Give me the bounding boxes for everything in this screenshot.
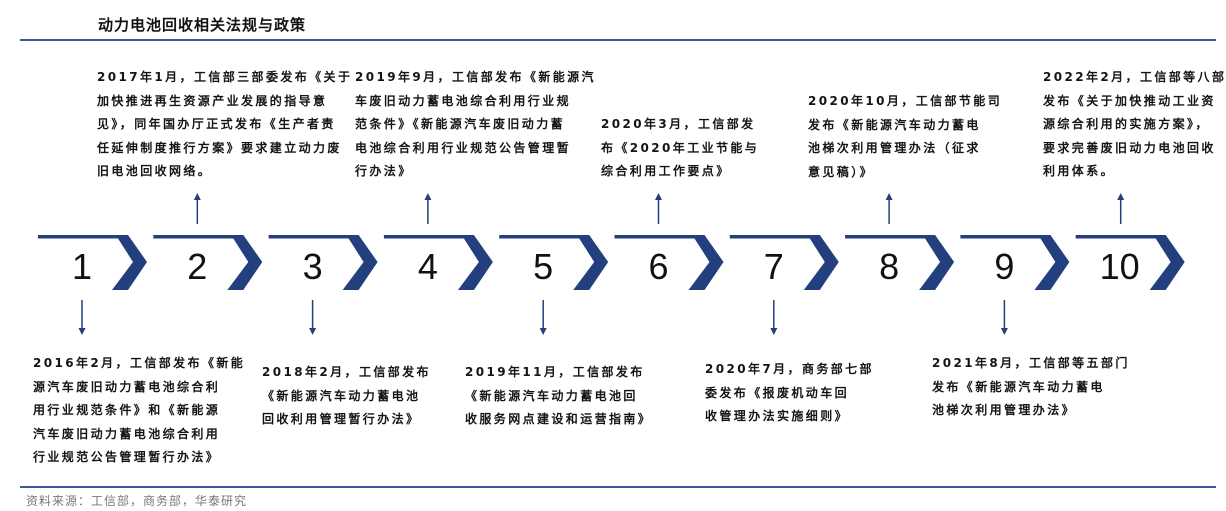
policy-text-line: 《新能源汽车动力蓄电池 bbox=[262, 388, 421, 403]
timeline-bar bbox=[38, 235, 120, 239]
arrow-up-icon bbox=[424, 193, 432, 200]
step-number: 6 bbox=[648, 246, 669, 287]
step-number: 3 bbox=[302, 246, 323, 287]
header-rule bbox=[20, 39, 1216, 41]
step-number: 9 bbox=[994, 246, 1015, 287]
chevron-icon bbox=[342, 235, 378, 290]
arrow-up-icon bbox=[885, 193, 893, 200]
chevron-icon bbox=[919, 235, 955, 290]
policy-text-line: 见》，同年国办厅正式发布《生产者责 bbox=[97, 117, 336, 131]
policy-text-line: 委发布《报废机动车回 bbox=[705, 385, 850, 400]
chevron-icon bbox=[573, 235, 609, 290]
arrow-up-icon bbox=[193, 193, 201, 200]
policy-description: 2020年7月，商务部七部委发布《报废机动车回收管理办法实施细则》 bbox=[705, 358, 874, 429]
policy-text-line: 意见稿）》 bbox=[808, 164, 875, 179]
chevron-icon bbox=[803, 235, 839, 290]
policy-text-line: 收管理办法实施细则》 bbox=[705, 409, 850, 423]
policy-description: 2016年2月，工信部发布《新能源汽车废旧动力蓄电池综合利用行业规范条件》和《新… bbox=[33, 352, 245, 470]
policy-text-line: 源汽车废旧动力蓄电池综合利 bbox=[33, 379, 221, 394]
policy-text-line: 2020年3月，工信部发 bbox=[601, 117, 756, 131]
policy-text-line: 行办法》 bbox=[355, 164, 413, 178]
timeline-bar bbox=[960, 235, 1043, 239]
chevron-icon bbox=[457, 235, 493, 290]
policy-text-line: 2019年11月，工信部发布 bbox=[465, 365, 645, 379]
policy-text-line: 汽车废旧动力蓄电池综合利用 bbox=[33, 426, 221, 441]
timeline-bar bbox=[153, 235, 236, 239]
chevron-icon bbox=[1034, 235, 1070, 290]
timeline-bar bbox=[383, 235, 466, 239]
policy-text-line: 2020年7月，商务部七部 bbox=[705, 362, 874, 376]
arrow-down-icon bbox=[770, 328, 778, 335]
policy-text-line: 综合利用工作要点》 bbox=[601, 164, 731, 178]
policy-text-line: 任延伸制度推行方案》要求建立动力废 bbox=[97, 140, 342, 155]
arrow-down-icon bbox=[1000, 328, 1008, 335]
arrow-down-icon bbox=[539, 328, 547, 335]
policy-text-line: 2021年8月，工信部等五部门 bbox=[932, 356, 1130, 370]
policy-description: 2021年8月，工信部等五部门发布《新能源汽车动力蓄电池梯次利用管理办法》 bbox=[932, 352, 1130, 423]
policy-text-line: 2020年10月，工信部节能司 bbox=[808, 94, 1003, 108]
step-number: 10 bbox=[1099, 246, 1140, 287]
chevron-icon bbox=[688, 235, 724, 290]
policy-text-line: 加快推进再生资源产业发展的指导意 bbox=[97, 93, 328, 108]
policy-description: 2019年11月，工信部发布《新能源汽车动力蓄电池回收服务网点建设和运营指南》 bbox=[465, 361, 652, 432]
policy-text-line: 范条件》《新能源汽车废旧动力蓄 bbox=[355, 117, 566, 131]
step-number: 1 bbox=[71, 246, 93, 287]
arrow-down-icon bbox=[78, 328, 86, 335]
timeline-bar bbox=[499, 235, 582, 239]
policy-text-line: 回收利用管理暂行办法》 bbox=[262, 412, 421, 426]
footer-rule bbox=[20, 486, 1216, 488]
policy-text-line: 2022年2月，工信部等八部门 bbox=[1043, 70, 1226, 84]
policy-text-line: 2016年2月，工信部发布《新能 bbox=[33, 356, 246, 370]
chevron-icon bbox=[1149, 235, 1185, 290]
policy-text-line: 池梯次利用管理办法》 bbox=[932, 403, 1077, 417]
policy-text-line: 2018年2月，工信部发布 bbox=[262, 365, 431, 379]
policy-description: 2017年1月，工信部三部委发布《关于加快推进再生资源产业发展的指导意见》，同年… bbox=[97, 66, 352, 184]
chevron-icon bbox=[112, 235, 147, 290]
policy-description: 2020年10月，工信部节能司发布《新能源汽车动力蓄电池梯次利用管理办法（征求意… bbox=[808, 90, 1002, 184]
policy-text-line: 发布《关于加快推动工业资 bbox=[1043, 93, 1216, 108]
timeline-bar bbox=[1075, 235, 1158, 239]
policy-text-line: 发布《新能源汽车动力蓄电 bbox=[932, 379, 1105, 394]
chevron-icon bbox=[227, 235, 263, 290]
timeline-bar bbox=[268, 235, 351, 239]
timeline-bar bbox=[845, 235, 928, 239]
policy-text-line: 车废旧动力蓄电池综合利用行业规 bbox=[355, 93, 572, 108]
policy-text-line: 收服务网点建设和运营指南》 bbox=[465, 412, 653, 426]
arrow-down-icon bbox=[309, 328, 317, 335]
timeline-bar bbox=[729, 235, 812, 239]
policy-text-line: 发布《新能源汽车动力蓄电 bbox=[808, 117, 981, 132]
policy-text-line: 池梯次利用管理办法（征求 bbox=[808, 141, 981, 155]
policy-text-line: 利用体系。 bbox=[1043, 164, 1116, 178]
step-number: 2 bbox=[187, 246, 208, 287]
policy-description: 2019年9月，工信部发布《新能源汽车废旧动力蓄电池综合利用行业规范条件》《新能… bbox=[355, 66, 596, 184]
policy-text-line: 要求完善废旧动力电池回收 bbox=[1043, 140, 1216, 155]
policy-text-line: 布《2020年工业节能与 bbox=[601, 140, 760, 155]
step-number: 8 bbox=[879, 246, 900, 287]
policy-text-line: 行业规范公告管理暂行办法》 bbox=[33, 450, 221, 464]
policy-text-line: 《新能源汽车动力蓄电池回 bbox=[465, 388, 638, 403]
arrow-up-icon bbox=[655, 193, 662, 200]
policy-text-line: 源综合利用的实施方案》， bbox=[1043, 117, 1210, 131]
arrow-up-icon bbox=[1117, 193, 1125, 200]
policy-description: 2018年2月，工信部发布《新能源汽车动力蓄电池回收利用管理暂行办法》 bbox=[262, 361, 431, 432]
page-title: 动力电池回收相关法规与政策 bbox=[98, 16, 307, 34]
step-number: 5 bbox=[533, 246, 554, 287]
policy-description: 2020年3月，工信部发布《2020年工业节能与综合利用工作要点》 bbox=[601, 113, 759, 184]
policy-text-line: 2017年1月，工信部三部委发布《关于 bbox=[97, 70, 353, 84]
policy-text-line: 电池综合利用行业规范公告管理暂 bbox=[355, 140, 572, 155]
step-number: 7 bbox=[763, 246, 784, 287]
timeline-bar bbox=[614, 235, 697, 239]
source-note: 资料来源：工信部，商务部，华泰研究 bbox=[26, 494, 248, 508]
policy-text-line: 2019年9月，工信部发布《新能源汽 bbox=[355, 70, 596, 84]
policy-text-line: 用行业规范条件》和《新能源 bbox=[33, 403, 221, 417]
step-number: 4 bbox=[417, 246, 438, 287]
policy-text-line: 旧电池回收网络。 bbox=[97, 164, 213, 178]
policy-description: 2022年2月，工信部等八部门发布《关于加快推动工业资源综合利用的实施方案》， 要… bbox=[1043, 66, 1226, 184]
